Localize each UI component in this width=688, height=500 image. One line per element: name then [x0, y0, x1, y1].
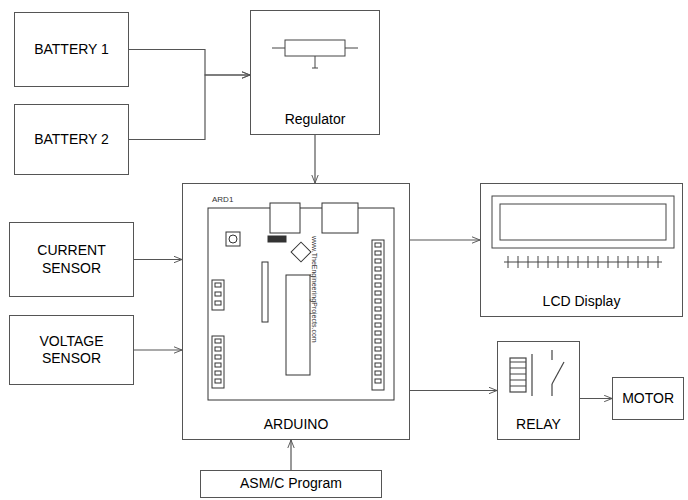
regulator-pin	[345, 48, 358, 49]
header-pin	[375, 323, 381, 327]
header-pin	[375, 299, 381, 303]
header-pin	[375, 267, 381, 271]
header-pin	[375, 355, 381, 359]
header-pin	[215, 355, 221, 359]
power-jack	[322, 203, 358, 233]
header-pin	[215, 301, 221, 305]
signal-arrow	[134, 259, 182, 260]
block-label: BATTERY 2	[30, 131, 113, 149]
header-pin	[375, 331, 381, 335]
header-pin	[375, 251, 381, 255]
regulator-symbol	[272, 40, 358, 68]
signal-arrow	[134, 349, 182, 350]
header-pin	[215, 379, 221, 383]
block-label: CURRENT SENSOR	[10, 242, 133, 277]
block-label: LCD Display	[539, 293, 625, 311]
signal-arrow	[290, 440, 291, 470]
header-pin	[215, 371, 221, 375]
block-label: RELAY	[512, 416, 565, 434]
header-pin	[375, 363, 381, 367]
header	[372, 240, 384, 390]
block-label: ARDUINO	[260, 416, 333, 434]
regulator-pin	[272, 48, 285, 49]
regulator-body	[285, 40, 345, 56]
header-pin	[215, 363, 221, 367]
block-box: RELAY	[497, 341, 580, 440]
regulator-pin	[312, 68, 318, 69]
arduino-board	[208, 203, 394, 400]
relay-symbol	[510, 350, 564, 396]
header-pin	[375, 315, 381, 319]
header	[212, 280, 224, 310]
header-pin	[375, 379, 381, 383]
block-box: LCD Display	[480, 183, 683, 317]
usb-connector	[270, 203, 300, 233]
block-label: VOLTAGE SENSOR	[10, 333, 133, 368]
header-pin	[375, 283, 381, 287]
signal-arrow	[580, 398, 612, 399]
part-reference: ARD1	[212, 196, 233, 204]
header-pins	[215, 243, 381, 383]
relay-core	[531, 354, 532, 396]
crystal	[268, 236, 286, 242]
header-pin	[215, 347, 221, 351]
block-box: MOTOR	[612, 377, 684, 420]
usb-chip	[291, 242, 311, 262]
block-box: CURRENT SENSOR	[9, 222, 134, 297]
signal-arrow	[410, 390, 497, 391]
lcd-symbol	[492, 196, 674, 268]
header-pin	[215, 283, 221, 287]
block-label: MOTOR	[618, 390, 678, 408]
header-pin	[215, 292, 221, 296]
lcd-frame	[492, 196, 674, 248]
signal-arrow	[129, 50, 250, 76]
board-outline	[208, 208, 394, 400]
block-box: VOLTAGE SENSOR	[9, 315, 134, 385]
header-pin	[375, 291, 381, 295]
header-pin	[215, 339, 221, 343]
board-watermark: www.TheEngineeringProjects.com	[311, 236, 318, 343]
signal-arrow	[410, 239, 480, 240]
lcd-screen	[500, 204, 666, 240]
regulator-pin	[315, 56, 316, 68]
relay-coil	[510, 358, 526, 392]
block-box: BATTERY 2	[14, 104, 129, 175]
header-pin	[375, 339, 381, 343]
reset-button	[229, 235, 237, 243]
header	[212, 336, 224, 388]
block-label: BATTERY 1	[30, 41, 113, 59]
block-label: Regulator	[281, 111, 350, 129]
header-pin	[375, 275, 381, 279]
block-box: Regulator	[250, 10, 380, 135]
header-pin	[375, 243, 381, 247]
header-pin	[375, 259, 381, 263]
block-box: BATTERY 1	[14, 12, 129, 87]
header-pin	[375, 347, 381, 351]
lcd-pins	[504, 256, 662, 268]
reset-button	[226, 232, 240, 246]
block-label: ASM/C Program	[236, 475, 346, 493]
header-pin	[375, 307, 381, 311]
block-box: ASM/C Program	[200, 470, 382, 498]
microcontroller	[286, 275, 310, 375]
lcd-pin-rail	[504, 262, 662, 263]
header-pin	[375, 371, 381, 375]
signal-arrow	[314, 135, 315, 183]
resistor	[262, 262, 268, 322]
relay-contact	[551, 384, 552, 396]
relay-contact	[551, 350, 552, 360]
relay-winding	[510, 362, 526, 386]
relay-switch	[552, 362, 564, 384]
signal-arrow	[129, 75, 250, 140]
controller-box: ARDUINO	[182, 183, 410, 440]
